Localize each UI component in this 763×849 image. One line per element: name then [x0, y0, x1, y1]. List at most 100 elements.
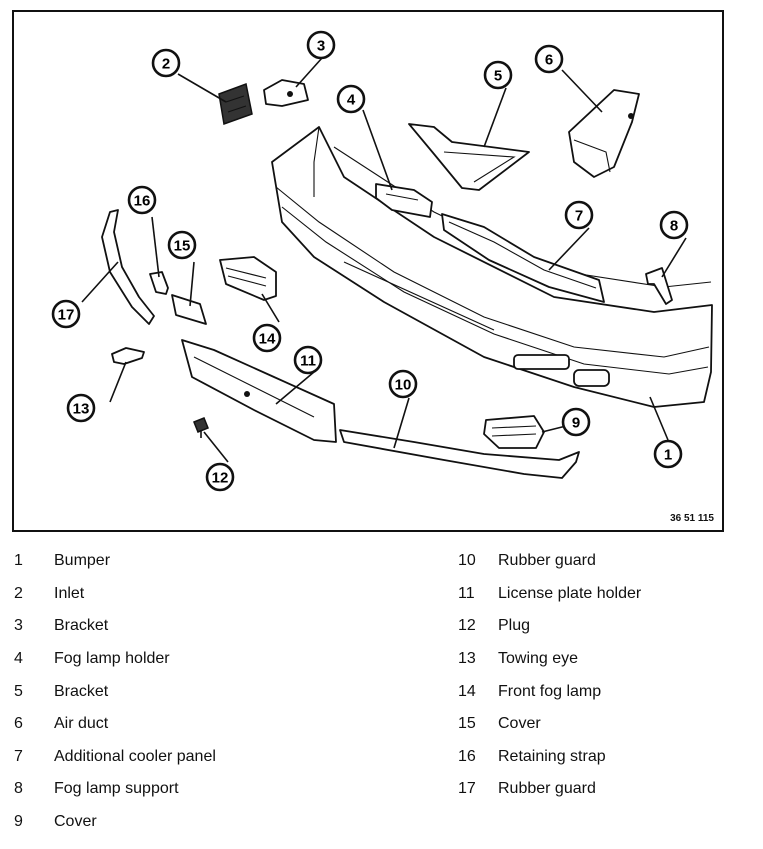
- callout-number: 16: [134, 193, 151, 210]
- callout-number: 13: [73, 401, 90, 418]
- part-front-fog-lamp: [219, 256, 277, 301]
- legend-item-number: 6: [14, 715, 23, 733]
- callout-number: 14: [259, 331, 276, 348]
- callout-1: 1: [653, 439, 683, 469]
- callout-15: 15: [167, 230, 197, 260]
- legend-item-label: Fog lamp holder: [54, 650, 170, 668]
- callout-number: 5: [494, 68, 502, 85]
- legend-item-number: 1: [14, 552, 23, 570]
- figure-code: 36 51 115: [670, 513, 714, 524]
- part-fog-lamp-support: [645, 267, 673, 305]
- callout-9: 9: [561, 407, 591, 437]
- legend-item-number: 9: [14, 813, 23, 831]
- callout-7: 7: [564, 200, 594, 230]
- legend-item: 9 Cover: [14, 806, 216, 839]
- legend-item: 7 Additional cooler panel: [14, 741, 216, 774]
- legend-item: 15 Cover: [458, 708, 641, 741]
- callout-number: 10: [395, 377, 412, 394]
- legend-item-label: Additional cooler panel: [54, 747, 216, 765]
- callout-17: 17: [51, 299, 81, 329]
- legend-item-label: Air duct: [54, 715, 109, 733]
- legend-item-number: 11: [458, 584, 475, 602]
- legend-item: 11 License plate holder: [458, 578, 641, 611]
- callout-number: 9: [572, 415, 580, 432]
- legend-item-label: Bracket: [54, 682, 109, 700]
- legend-item-label: Cover: [498, 715, 541, 733]
- part-plug: [193, 417, 209, 438]
- callout-number: 8: [670, 218, 678, 235]
- legend-item: 1 Bumper: [14, 545, 216, 578]
- legend-item-label: Towing eye: [498, 650, 579, 668]
- legend-item-label: Bumper: [54, 552, 111, 570]
- callout-number: 17: [58, 307, 75, 324]
- legend-item-number: 13: [458, 650, 476, 668]
- legend-item-number: 15: [458, 715, 476, 733]
- legend-item-number: 3: [14, 617, 23, 635]
- legend-item-number: 16: [458, 747, 476, 765]
- part-towing-eye: [111, 347, 145, 365]
- callout-14: 14: [252, 323, 282, 353]
- callout-number: 4: [347, 92, 356, 109]
- part-bracket-3: [263, 79, 309, 107]
- callout-13: 13: [66, 393, 96, 423]
- callout-10: 10: [388, 369, 418, 399]
- legend-item-number: 10: [458, 552, 476, 570]
- leader-lines: [81, 57, 687, 463]
- part-fog-lamp-holder: [375, 183, 433, 218]
- legend-item: 2 Inlet: [14, 578, 216, 611]
- legend-item: 8 Fog lamp support: [14, 773, 216, 806]
- legend-item: 3 Bracket: [14, 610, 216, 643]
- part-bracket-5: [408, 123, 530, 191]
- legend-item: 4 Fog lamp holder: [14, 643, 216, 676]
- callout-number: 3: [317, 38, 325, 55]
- legend-item-label: Fog lamp support: [54, 780, 179, 798]
- legend-item-label: Inlet: [54, 584, 85, 602]
- part-cooler-panel: [441, 213, 605, 303]
- legend-item-number: 8: [14, 780, 23, 798]
- legend-item-number: 17: [458, 780, 476, 798]
- legend-item-number: 14: [458, 682, 476, 700]
- legend-item: 17 Rubber guard: [458, 773, 641, 806]
- legend-item-label: Cover: [54, 813, 97, 831]
- part-rubber-guard-10: [339, 429, 580, 479]
- legend-item-label: Retaining strap: [498, 747, 606, 765]
- part-cover-9: [483, 415, 545, 449]
- part-cover-15: [171, 294, 207, 325]
- legend-item-label: License plate holder: [498, 584, 642, 602]
- legend-item-number: 5: [14, 682, 23, 700]
- callout-2: 2: [151, 48, 181, 78]
- legend-item-label: Plug: [498, 617, 531, 635]
- callout-number: 2: [162, 56, 170, 73]
- callout-number: 11: [300, 353, 316, 370]
- part-rubber-guard-17: [101, 209, 155, 325]
- legend-item-label: Bracket: [54, 617, 109, 635]
- callout-number: 6: [545, 52, 553, 69]
- callout-8: 8: [659, 210, 689, 240]
- legend-item-number: 2: [14, 584, 23, 602]
- callout-4: 4: [336, 84, 366, 114]
- callout-12: 12: [205, 462, 235, 492]
- legend-item: 5 Bracket: [14, 675, 216, 708]
- part-license-plate-holder: [181, 339, 337, 443]
- callout-6: 6: [534, 44, 564, 74]
- callout-number: 1: [664, 447, 672, 464]
- callout-number: 12: [212, 470, 229, 487]
- legend-item-label: Rubber guard: [498, 780, 596, 798]
- part-retaining-strap: [149, 271, 169, 295]
- legend-item-label: Front fog lamp: [498, 682, 602, 700]
- part-air-duct: [568, 89, 640, 178]
- legend-item: 13 Towing eye: [458, 643, 641, 676]
- legend-item-number: 4: [14, 650, 23, 668]
- legend-item-number: 7: [14, 747, 23, 765]
- callout-number: 7: [575, 208, 583, 225]
- legend-item: 14 Front fog lamp: [458, 675, 641, 708]
- callout-number: 15: [174, 238, 191, 255]
- callout-5: 5: [483, 60, 513, 90]
- callout-11: 11: [293, 345, 323, 375]
